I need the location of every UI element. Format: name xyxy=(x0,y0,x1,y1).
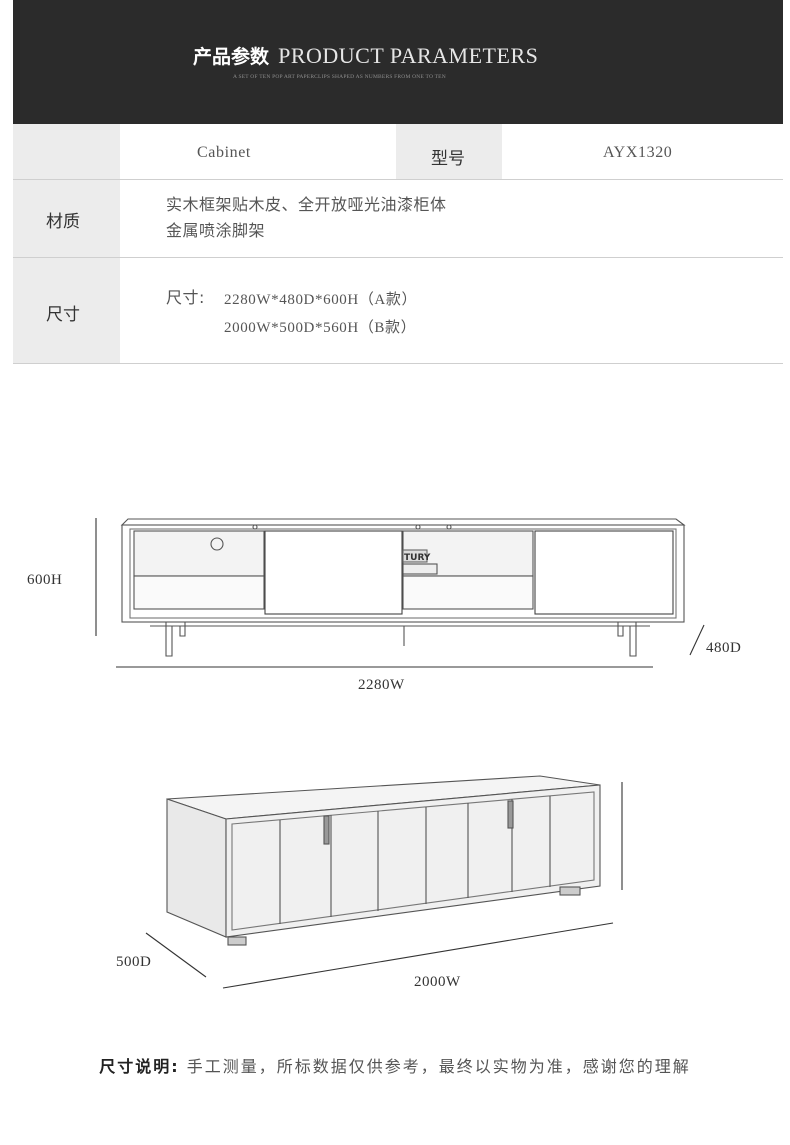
size-line: 2000W*500D*560H（B款） xyxy=(224,320,417,336)
product-name: Cabinet xyxy=(197,144,251,161)
row-material: 材质 实木框架贴木皮、全开放哑光油漆柜体 金属喷涂脚架 xyxy=(13,180,783,258)
material-text: 实木框架贴木皮、全开放哑光油漆柜体 金属喷涂脚架 xyxy=(166,192,447,244)
header-banner: 产品参数 PRODUCT PARAMETERS A SET OF TEN POP… xyxy=(13,0,783,124)
material-line: 实木框架贴木皮、全开放哑光油漆柜体 xyxy=(166,195,447,214)
size-note-text: 手工测量，所标数据仅供参考，最终以实物为准，感谢您的理解 xyxy=(186,1057,691,1076)
size-label-cell xyxy=(13,258,120,363)
label-cell-empty xyxy=(13,124,120,179)
title-cn: 产品参数 xyxy=(193,46,270,68)
size-note-label: 尺寸说明: xyxy=(99,1057,180,1076)
model-label-cell xyxy=(396,124,502,179)
height-label-a: 600H xyxy=(27,572,63,588)
size-values: 2280W*480D*600H（A款） 2000W*500D*560H（B款） xyxy=(224,286,417,342)
row-name-model: Cabinet 型号 AYX1320 xyxy=(13,124,783,180)
model-label: 型号 xyxy=(431,149,465,169)
parameters-table: Cabinet 型号 AYX1320 材质 实木框架贴木皮、全开放哑光油漆柜体 … xyxy=(13,124,783,364)
material-label: 材质 xyxy=(46,212,80,232)
material-line: 金属喷涂脚架 xyxy=(166,221,266,240)
banner-title: 产品参数 PRODUCT PARAMETERS xyxy=(193,42,538,69)
size-line: 2280W*480D*600H（A款） xyxy=(224,292,418,308)
size-note: 尺寸说明: 手工测量，所标数据仅供参考，最终以实物为准，感谢您的理解 xyxy=(0,1053,790,1077)
cabinet-b-drawing xyxy=(145,775,623,989)
size-label: 尺寸 xyxy=(46,305,80,325)
row-size: 尺寸 尺寸: 2280W*480D*600H（A款） 2000W*500D*56… xyxy=(13,258,783,364)
width-label-a: 2280W xyxy=(358,677,405,693)
shelf-sign-text: TURY xyxy=(404,553,431,563)
cabinet-a-drawing: TURY xyxy=(95,518,705,668)
depth-label-a: 480D xyxy=(706,640,742,656)
model-value: AYX1320 xyxy=(603,144,673,161)
title-en: PRODUCT PARAMETERS xyxy=(278,43,539,68)
width-label-b: 2000W xyxy=(414,974,461,990)
material-label-cell xyxy=(13,180,120,257)
banner-subtitle: A SET OF TEN POP ART PAPERCLIPS SHAPED A… xyxy=(233,74,446,80)
depth-label-b: 500D xyxy=(116,954,152,970)
size-prefix: 尺寸: xyxy=(166,288,205,307)
